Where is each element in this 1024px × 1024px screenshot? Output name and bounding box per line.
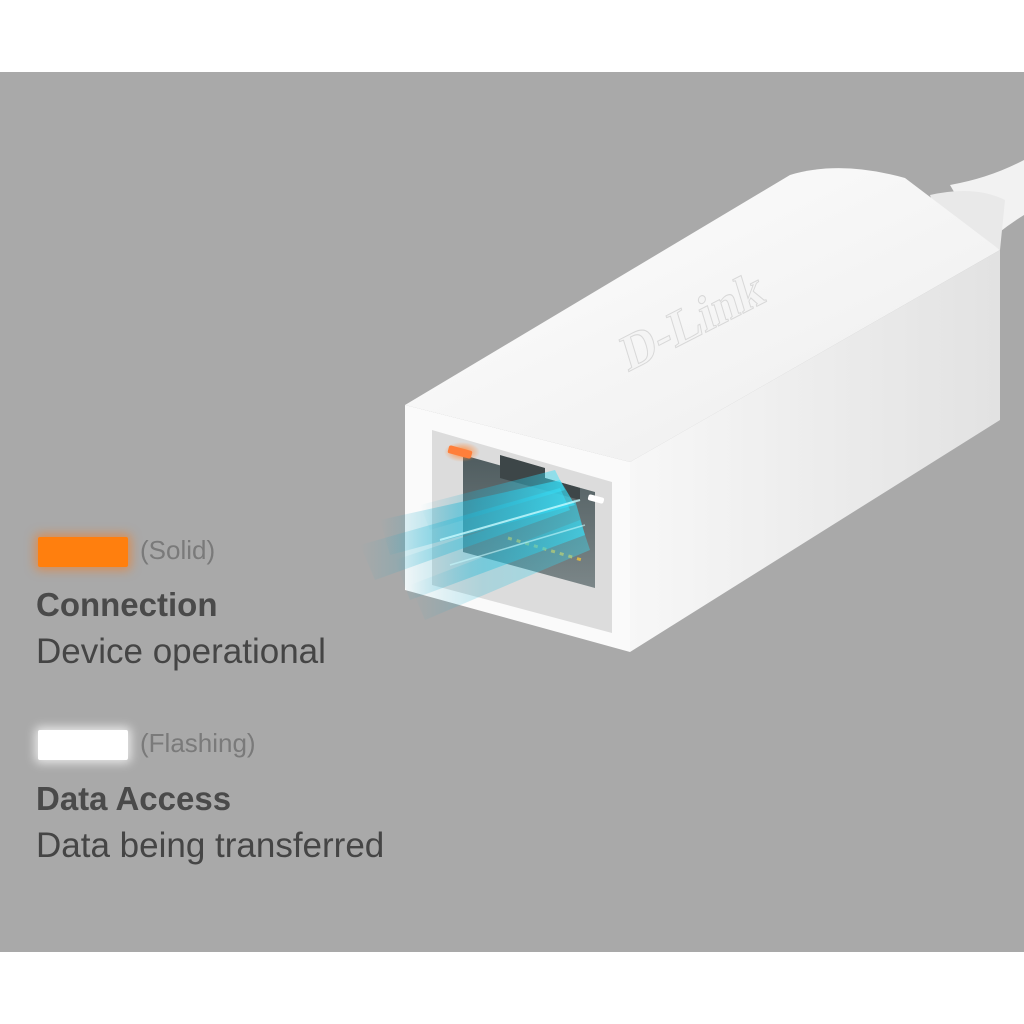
legend-title-connection: Connection (36, 586, 218, 623)
legend-desc-connection: Device operational (36, 632, 326, 671)
led-swatch-white (38, 730, 128, 760)
legend-title-data-access: Data Access (36, 780, 232, 817)
adapter-top-face (405, 168, 1000, 462)
led-white (587, 494, 605, 504)
led-orange (447, 445, 473, 459)
gray-background-panel: D-Link (Solid) (0, 72, 1024, 952)
ethernet-adapter-illustration: D-Link (360, 160, 1024, 652)
led-mode-solid: (Solid) (140, 535, 216, 565)
data-transfer-beams (360, 470, 590, 620)
adapter-side-face (630, 250, 1000, 652)
led-mode-flashing: (Flashing) (140, 728, 256, 758)
led-swatch-orange (38, 537, 128, 567)
legend-desc-data-access: Data being transferred (36, 826, 385, 865)
